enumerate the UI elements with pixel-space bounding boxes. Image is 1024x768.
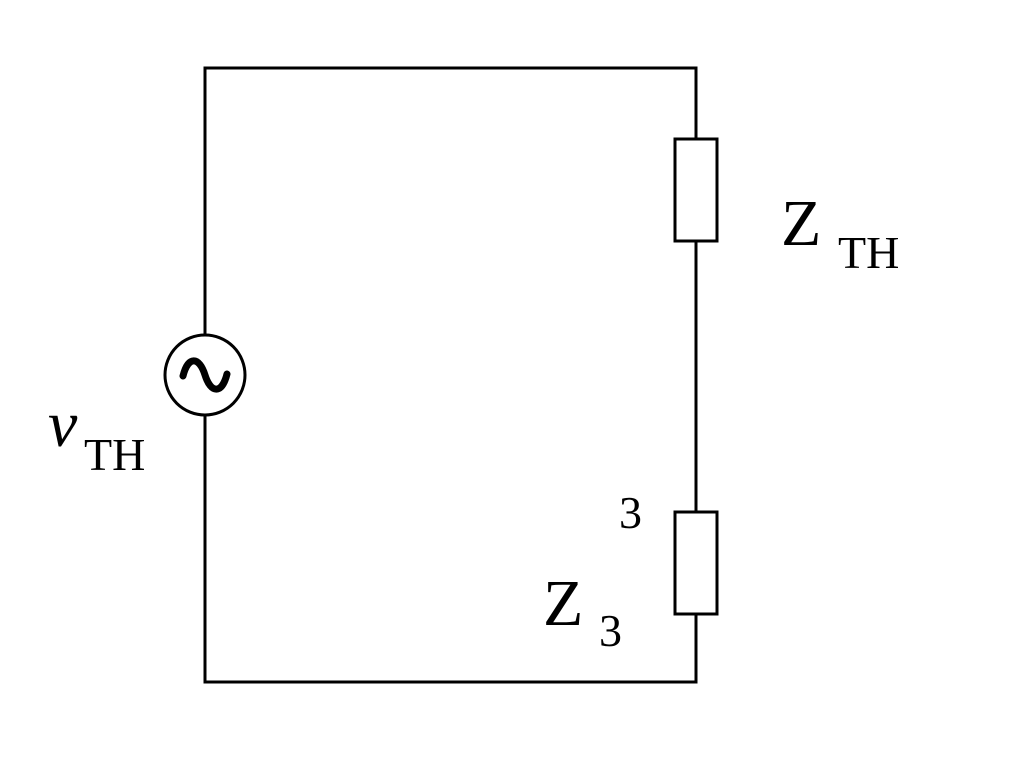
impedance-z3-label-main: Z	[543, 567, 583, 640]
source-label-main: v	[48, 388, 78, 461]
source-label-sub: TH	[84, 429, 145, 480]
circuit-wires	[203, 66, 698, 684]
impedance-z3-marker: 3	[619, 487, 642, 538]
impedance-zth-label: Z TH	[781, 187, 899, 278]
ac-source-symbol	[163, 333, 247, 417]
impedance-z3-label-sub: 3	[599, 605, 622, 656]
impedance-zth-label-sub: TH	[838, 227, 899, 278]
impedance-z3-box	[673, 510, 719, 616]
impedance-zth-label-main: Z	[781, 187, 821, 260]
impedance-zth-box	[673, 137, 719, 243]
sine-wave-icon	[179, 357, 231, 393]
